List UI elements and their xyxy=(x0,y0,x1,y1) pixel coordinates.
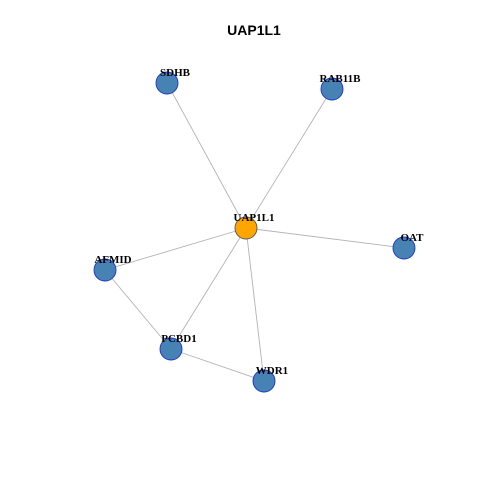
edge-afmid-pcbd1 xyxy=(104,269,172,350)
edge-uap1l1-rab11b xyxy=(245,88,333,229)
node-label-oat: OAT xyxy=(400,232,424,244)
node-label-sdhb: SDHB xyxy=(160,67,191,79)
edge-uap1l1-wdr1 xyxy=(245,227,265,382)
node-afmid: AFMID xyxy=(93,254,132,282)
node-sdhb: SDHB xyxy=(155,67,191,95)
node-circle-afmid xyxy=(93,258,117,282)
edge-uap1l1-afmid xyxy=(104,227,247,271)
diagram-title: UAP1L1 xyxy=(227,22,281,38)
node-circle-rab11b xyxy=(320,77,344,101)
node-rab11b: RAB11B xyxy=(320,73,362,101)
node-circle-oat xyxy=(392,236,416,260)
node-circle-uap1l1 xyxy=(234,216,258,240)
edge-uap1l1-sdhb xyxy=(166,82,247,229)
node-label-wdr1: WDR1 xyxy=(256,365,288,377)
node-pcbd1: PCBD1 xyxy=(159,333,197,361)
edge-uap1l1-oat xyxy=(245,227,405,249)
node-label-rab11b: RAB11B xyxy=(320,73,362,85)
node-wdr1: WDR1 xyxy=(252,365,288,393)
edge-uap1l1-pcbd1 xyxy=(170,227,247,350)
edge-pcbd1-wdr1 xyxy=(170,348,265,382)
node-label-uap1l1: UAP1L1 xyxy=(234,212,275,224)
node-label-pcbd1: PCBD1 xyxy=(161,333,196,345)
node-label-afmid: AFMID xyxy=(94,254,131,266)
edge-layer xyxy=(104,82,405,382)
node-circle-pcbd1 xyxy=(159,337,183,361)
node-circle-sdhb xyxy=(155,71,179,95)
node-uap1l1: UAP1L1 xyxy=(234,212,275,240)
node-oat: OAT xyxy=(392,232,424,260)
node-circle-wdr1 xyxy=(252,369,276,393)
